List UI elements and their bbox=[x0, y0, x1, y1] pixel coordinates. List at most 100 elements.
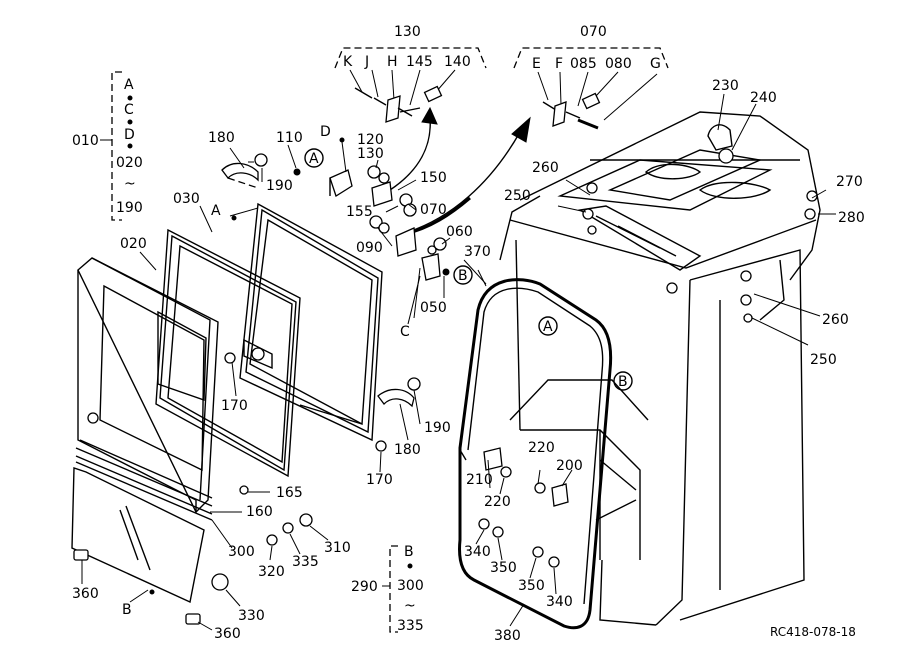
label-290: 290 bbox=[351, 579, 378, 595]
label-140: 140 bbox=[444, 54, 471, 70]
circle-ref-b-seal-text: B bbox=[618, 374, 628, 390]
label-d-range: D bbox=[124, 127, 135, 143]
label-tilde-010: ~ bbox=[124, 176, 136, 192]
label-130-part: 130 bbox=[357, 146, 384, 162]
label-f: F bbox=[555, 56, 563, 72]
label-330: 330 bbox=[238, 608, 265, 624]
label-335-range: 335 bbox=[397, 618, 424, 634]
label-150: 150 bbox=[420, 170, 447, 186]
leader-lines bbox=[81, 93, 757, 631]
group-070-bracket bbox=[513, 47, 669, 130]
label-270: 270 bbox=[836, 174, 863, 190]
arrow-130 bbox=[389, 117, 431, 191]
label-tilde-290: ~ bbox=[404, 598, 416, 614]
label-130: 130 bbox=[394, 24, 421, 40]
label-210: 210 bbox=[466, 472, 493, 488]
circle-ref-b-seal: B bbox=[613, 371, 633, 391]
striker-hardware bbox=[483, 447, 573, 507]
label-220-bottom: 220 bbox=[484, 494, 511, 510]
label-170-bottom: 170 bbox=[366, 472, 393, 488]
label-180-bottom: 180 bbox=[394, 442, 421, 458]
label-070: 070 bbox=[420, 202, 447, 218]
reference-code: RC418-078-18 bbox=[770, 625, 856, 639]
label-090: 090 bbox=[356, 240, 383, 256]
label-b-range: B bbox=[404, 544, 414, 560]
label-335-left: 335 bbox=[292, 554, 319, 570]
label-370: 370 bbox=[464, 244, 491, 260]
circle-ref-a-top: A bbox=[304, 148, 324, 168]
door-frame-a bbox=[239, 202, 383, 442]
label-310: 310 bbox=[324, 540, 351, 556]
label-060: 060 bbox=[446, 224, 473, 240]
label-360-left: 360 bbox=[72, 586, 99, 602]
label-200: 200 bbox=[556, 458, 583, 474]
latch-hardware bbox=[329, 137, 450, 319]
label-380: 380 bbox=[494, 628, 521, 644]
label-170-left: 170 bbox=[221, 398, 248, 414]
label-240: 240 bbox=[750, 90, 777, 106]
label-020-range: 020 bbox=[116, 155, 143, 171]
label-020: 020 bbox=[120, 236, 147, 252]
label-d: D bbox=[320, 124, 331, 140]
label-250-right: 250 bbox=[810, 352, 837, 368]
glass-panel-020 bbox=[77, 257, 219, 514]
part-labels: 130 070 K J H 145 140 E F 085 080 G 010 … bbox=[72, 24, 865, 644]
arrow-070 bbox=[407, 131, 521, 233]
group-010-bracket bbox=[100, 71, 133, 221]
label-e: E bbox=[532, 56, 541, 72]
label-120: 120 bbox=[357, 132, 384, 148]
arrow-head-070 bbox=[511, 116, 531, 143]
label-j: J bbox=[364, 54, 369, 70]
label-350-right: 350 bbox=[518, 578, 545, 594]
label-340-left: 340 bbox=[464, 544, 491, 560]
group-130-bracket bbox=[334, 47, 487, 123]
label-k: K bbox=[343, 54, 353, 70]
label-260-top: 260 bbox=[532, 160, 559, 176]
label-080: 080 bbox=[605, 56, 632, 72]
lower-fasteners bbox=[478, 518, 560, 568]
label-050: 050 bbox=[420, 300, 447, 316]
label-190-bottom: 190 bbox=[424, 420, 451, 436]
label-300-left: 300 bbox=[228, 544, 255, 560]
door-seal-380 bbox=[458, 269, 613, 630]
label-190-top: 190 bbox=[266, 178, 293, 194]
label-165: 165 bbox=[276, 485, 303, 501]
label-030: 030 bbox=[173, 191, 200, 207]
label-250-top: 250 bbox=[504, 188, 531, 204]
label-h: H bbox=[387, 54, 398, 70]
cab-body bbox=[499, 111, 836, 626]
label-350-left: 350 bbox=[490, 560, 517, 576]
label-280: 280 bbox=[838, 210, 865, 226]
circle-ref-a-top-text: A bbox=[309, 151, 319, 167]
label-c: C bbox=[400, 324, 410, 340]
label-070-group: 070 bbox=[580, 24, 607, 40]
circle-ref-b-top: B bbox=[453, 265, 473, 285]
arrow-head-130 bbox=[421, 106, 438, 125]
label-a-range: A bbox=[124, 77, 134, 93]
label-160: 160 bbox=[246, 504, 273, 520]
label-180-top: 180 bbox=[208, 130, 235, 146]
label-110: 110 bbox=[276, 130, 303, 146]
label-b-panel: B bbox=[122, 602, 132, 618]
handle-180-top bbox=[221, 153, 268, 189]
circle-ref-a-seal-text: A bbox=[543, 319, 553, 335]
label-360-right: 360 bbox=[214, 626, 241, 642]
label-190-range: 190 bbox=[116, 200, 143, 216]
label-c-range: C bbox=[124, 102, 134, 118]
label-010: 010 bbox=[72, 133, 99, 149]
label-a-frame: A bbox=[211, 203, 221, 219]
circle-ref-b-top-text: B bbox=[458, 268, 468, 284]
label-260-right: 260 bbox=[822, 312, 849, 328]
handle-180-bottom bbox=[224, 352, 421, 452]
label-220-top: 220 bbox=[528, 440, 555, 456]
label-145: 145 bbox=[406, 54, 433, 70]
label-320: 320 bbox=[258, 564, 285, 580]
label-g: G bbox=[650, 56, 661, 72]
circle-ref-a-seal: A bbox=[538, 316, 558, 336]
label-340-right: 340 bbox=[546, 594, 573, 610]
label-230: 230 bbox=[712, 78, 739, 94]
label-155: 155 bbox=[346, 204, 373, 220]
group-290-bracket bbox=[382, 545, 413, 633]
label-085: 085 bbox=[570, 56, 597, 72]
